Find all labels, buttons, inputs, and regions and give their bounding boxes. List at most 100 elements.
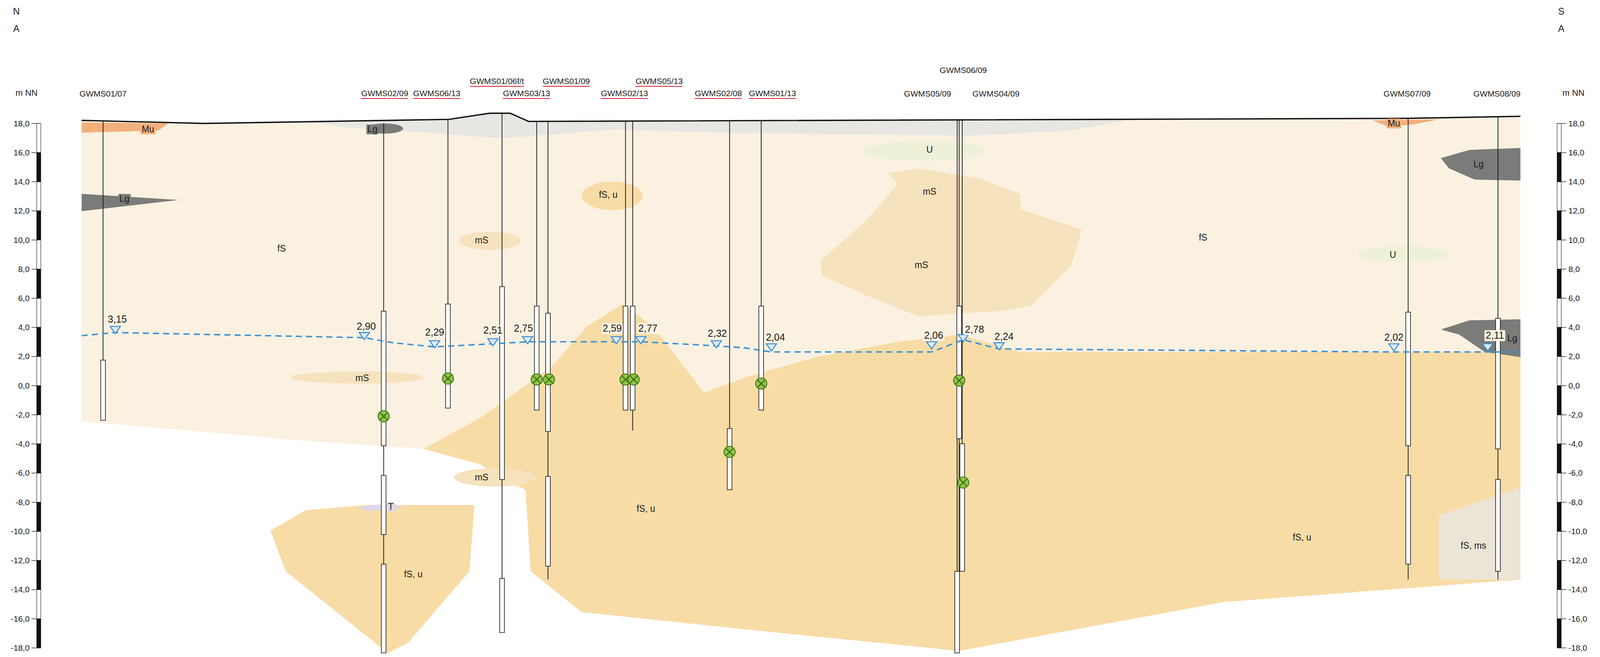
scale-tick: [31, 443, 41, 444]
axis-label: 4,0: [1568, 323, 1580, 333]
scale-tick: [1557, 297, 1567, 299]
axis-label: -10,0: [1568, 526, 1588, 536]
axis-label: -18,0: [1568, 643, 1588, 653]
axis-label: 18,0: [1568, 118, 1585, 128]
axis-label: 12,0: [1568, 206, 1585, 216]
scale-segment: [1557, 356, 1562, 386]
sample-marker: [531, 374, 543, 386]
well-screen: [727, 428, 733, 490]
scale-segment: [36, 152, 41, 182]
section-end-letter: A: [1557, 23, 1565, 34]
sample-marker: [953, 374, 965, 387]
well-screen: [545, 313, 551, 432]
well-screen: [1495, 479, 1501, 572]
scale-tick: [31, 181, 41, 182]
well-screen: [959, 443, 965, 572]
well-screen: [381, 475, 386, 535]
well-name: GWMS02/13: [600, 88, 649, 99]
scale-segment: [1557, 123, 1562, 153]
well-name: GWMS01/09: [542, 76, 590, 87]
well-name: GWMS08/09: [1473, 89, 1521, 99]
scale-segment: [1557, 269, 1562, 299]
layer-label: Lg: [1472, 159, 1485, 170]
scale-segment: [1557, 298, 1562, 328]
well-screen: [499, 578, 505, 633]
sample-cross: [757, 379, 766, 388]
scale-tick: [31, 531, 41, 532]
layer-label: fS: [1197, 232, 1209, 243]
axis-label: 2,0: [1568, 352, 1580, 362]
layer-label: U: [925, 144, 935, 155]
scale-segment: [36, 531, 41, 561]
axis-label: 16,0: [13, 147, 30, 158]
axis-label: -8,0: [1568, 497, 1583, 507]
scale-tick: [31, 268, 41, 270]
scale-tick: [31, 589, 41, 590]
well-screen: [381, 564, 386, 653]
scale-tick: [31, 239, 41, 241]
scale-tick: [1557, 268, 1567, 270]
water-level-symbol: [1482, 343, 1493, 351]
water-level-value: 2,90: [355, 321, 378, 333]
scale-segment: [1557, 152, 1562, 182]
groundwater-table: [81, 332, 1521, 352]
water-level-value: 2,02: [1383, 332, 1405, 344]
scale-tick: [1557, 414, 1567, 415]
axis-label: -16,0: [1568, 614, 1588, 624]
orientation-letter: N: [12, 5, 20, 17]
axis-label: 12,0: [13, 206, 30, 216]
well-name: GWMS07/09: [1383, 89, 1431, 99]
axis-label: 6,0: [18, 293, 30, 303]
axis-label: -10,0: [10, 526, 30, 536]
ground-surface: [81, 113, 1521, 124]
layer-label: fS: [276, 244, 288, 254]
sample-cross: [725, 448, 734, 456]
water-level-symbol: [110, 326, 121, 334]
scale-segment: [36, 239, 41, 269]
layer-label: fS, u: [597, 189, 619, 200]
markers: [110, 326, 1493, 489]
well-screen: [534, 306, 539, 411]
section-end-letter: A: [13, 23, 20, 34]
scale-tick: [1557, 502, 1567, 503]
scale-tick: [1557, 327, 1567, 328]
scale-tick: [31, 618, 41, 620]
scale-tick: [1557, 647, 1567, 649]
sample-cross: [533, 376, 541, 384]
sample-cross: [955, 376, 963, 385]
till-lens: [81, 193, 179, 212]
silt-lens: [862, 140, 985, 162]
sample-marker: [957, 476, 970, 489]
scale-segment: [1557, 181, 1562, 211]
well-screen: [1405, 312, 1411, 446]
water-level-symbol: [429, 340, 440, 348]
layer-label: Mu: [1386, 118, 1402, 129]
scale-segment: [1557, 619, 1562, 649]
sample-cross: [444, 374, 452, 383]
layer-label: fS, u: [635, 504, 657, 514]
well-screen: [758, 306, 764, 411]
scale-segment: [36, 123, 41, 153]
scale-segment: [36, 414, 41, 444]
well-name: GWMS05/13: [635, 76, 683, 87]
sample-marker: [723, 446, 736, 458]
scale-segment: [1557, 502, 1562, 532]
scale-segment: [1557, 385, 1562, 415]
axis-unit: m NN: [15, 87, 38, 98]
sample-marker: [378, 410, 390, 422]
scale-tick: [1557, 152, 1567, 153]
sample-marker: [628, 374, 640, 386]
well-screen: [100, 360, 106, 421]
scale-segment: [36, 502, 41, 532]
scale-segment: [1557, 210, 1562, 240]
scale-tick: [1557, 356, 1567, 357]
water-level-value: 2,59: [601, 323, 623, 335]
scale-segment: [36, 210, 41, 240]
scale-tick: [31, 560, 41, 561]
water-level-symbol: [359, 332, 370, 340]
fine-medium-sand: [1438, 487, 1521, 580]
axis-label: -2,0: [15, 410, 30, 420]
elevation-scale: [31, 123, 1567, 649]
layer-label: mS: [473, 472, 490, 483]
axis-label: 0,0: [18, 381, 30, 391]
